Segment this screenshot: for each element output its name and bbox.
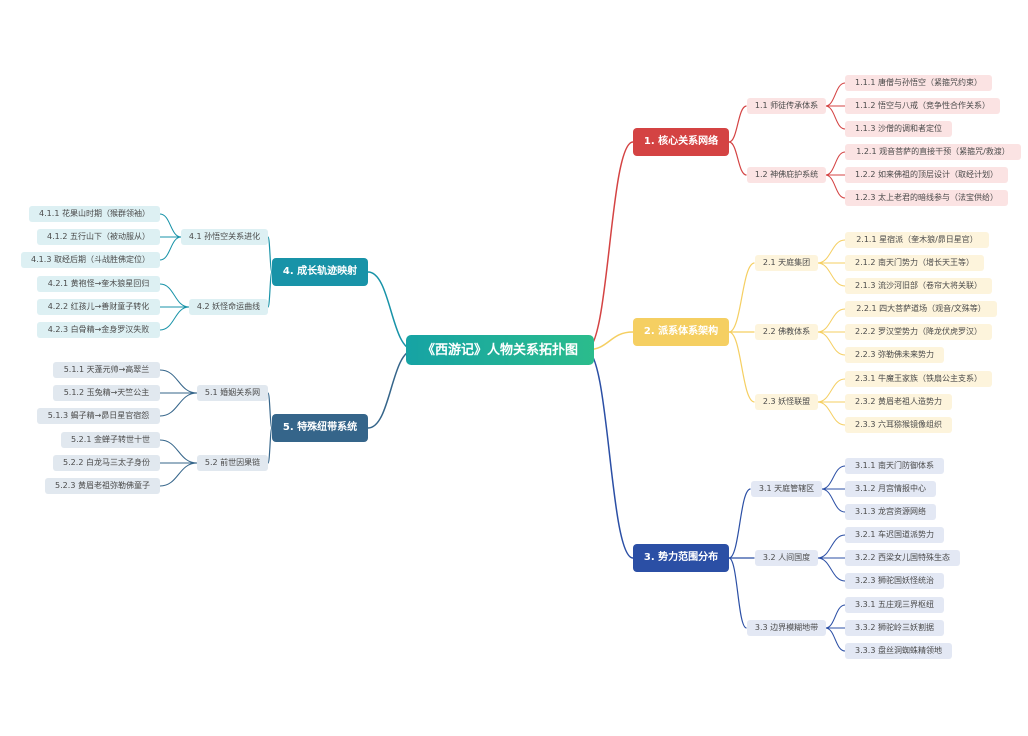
branch-3-sub-2-leaf-2[interactable]: 3.2.2 西梁女儿国特殊生态 bbox=[845, 550, 960, 566]
branch-3-sub-1-leaf-3-connector bbox=[821, 488, 846, 513]
branch-1-sub-1-leaf-1-connector bbox=[825, 82, 846, 107]
branch-4-sub-1-leaf-1-connector bbox=[159, 213, 182, 238]
branch-1-sub-1-leaf-3-connector bbox=[825, 105, 846, 130]
branch-1-sub-1-leaf-1[interactable]: 1.1.1 唐僧与孙悟空（紧箍咒约束） bbox=[845, 75, 992, 91]
branch-2-node[interactable]: 2. 派系体系架构 bbox=[633, 318, 729, 346]
branch-2-sub-2[interactable]: 2.2 佛教体系 bbox=[755, 324, 818, 340]
branch-5-sub-2-leaf-1[interactable]: 5.2.1 金蝉子转世十世 bbox=[61, 432, 160, 448]
branch-2-sub-1-leaf-3[interactable]: 2.1.3 流沙河旧部（卷帘大将关联） bbox=[845, 278, 992, 294]
branch-3-sub-3-connector bbox=[728, 557, 748, 629]
branch-2-sub-1[interactable]: 2.1 天庭集团 bbox=[755, 255, 818, 271]
branch-5-sub-1-leaf-1[interactable]: 5.1.1 天蓬元帅→高翠兰 bbox=[53, 362, 160, 378]
branch-2-sub-3-leaf-1-connector bbox=[817, 378, 846, 403]
branch-4-sub-2-leaf-3[interactable]: 4.2.3 白骨精→金身罗汉失败 bbox=[37, 322, 160, 338]
branch-5-sub-1-leaf-3[interactable]: 5.1.3 蝎子精→昴日星官宿怨 bbox=[37, 408, 160, 424]
branch-2-sub-3-leaf-2[interactable]: 2.3.2 黄眉老祖人造势力 bbox=[845, 394, 952, 410]
branch-4-sub-1-connector bbox=[267, 236, 273, 273]
branch-1-sub-2-connector bbox=[728, 141, 747, 176]
branch-1-sub-1-leaf-3[interactable]: 1.1.3 沙僧的调和者定位 bbox=[845, 121, 952, 137]
branch-2-sub-1-leaf-2[interactable]: 2.1.2 南天门势力（增长天王等） bbox=[845, 255, 984, 271]
branch-4-sub-1[interactable]: 4.1 孙悟空关系进化 bbox=[181, 229, 268, 245]
branch-3-sub-3-leaf-1[interactable]: 3.3.1 五庄观三界枢纽 bbox=[845, 597, 944, 613]
branch-1-sub-2[interactable]: 1.2 神佛庇护系统 bbox=[747, 167, 826, 183]
branch-2-sub-3[interactable]: 2.3 妖怪联盟 bbox=[755, 394, 818, 410]
branch-1-sub-1-leaf-2[interactable]: 1.1.2 悟空与八戒（竞争性合作关系） bbox=[845, 98, 1000, 114]
branch-3-sub-1-connector bbox=[728, 488, 751, 559]
branch-1-sub-1-connector bbox=[728, 105, 747, 143]
branch-4-sub-2-leaf-1[interactable]: 4.2.1 黄袍怪→奎木狼星回归 bbox=[37, 276, 160, 292]
branch-5-sub-1[interactable]: 5.1 婚姻关系网 bbox=[197, 385, 268, 401]
branch-3-sub-3-leaf-1-connector bbox=[825, 604, 846, 629]
branch-4-sub-1-leaf-3-connector bbox=[159, 236, 182, 261]
branch-1-sub-2-leaf-1-connector bbox=[825, 151, 846, 176]
branch-2-sub-2-leaf-1[interactable]: 2.2.1 四大菩萨道场（观音/文殊等） bbox=[845, 301, 997, 317]
branch-1-connector bbox=[585, 141, 634, 351]
branch-3-sub-1-leaf-1[interactable]: 3.1.1 南天门防御体系 bbox=[845, 458, 944, 474]
branch-5-node[interactable]: 5. 特殊纽带系统 bbox=[272, 414, 368, 442]
branch-2-sub-2-leaf-2[interactable]: 2.2.2 罗汉堂势力（降龙伏虎罗汉） bbox=[845, 324, 992, 340]
branch-5-sub-2-leaf-2[interactable]: 5.2.2 白龙马三太子身份 bbox=[53, 455, 160, 471]
branch-2-sub-1-leaf-3-connector bbox=[817, 262, 846, 287]
branch-1-sub-2-leaf-3-connector bbox=[825, 174, 846, 199]
branch-2-sub-1-leaf-1-connector bbox=[817, 239, 846, 264]
branch-5-sub-2[interactable]: 5.2 前世因果链 bbox=[197, 455, 268, 471]
branch-1-sub-1[interactable]: 1.1 师徒传承体系 bbox=[747, 98, 826, 114]
branch-5-sub-1-leaf-1-connector bbox=[159, 369, 198, 394]
branch-3-sub-1-leaf-3[interactable]: 3.1.3 龙宫资源网络 bbox=[845, 504, 936, 520]
branch-2-sub-2-leaf-1-connector bbox=[817, 308, 846, 333]
branch-5-sub-2-leaf-1-connector bbox=[159, 439, 198, 464]
branch-5-sub-2-connector bbox=[267, 427, 273, 464]
branch-2-sub-3-leaf-3-connector bbox=[817, 401, 846, 426]
branch-4-sub-2[interactable]: 4.2 妖怪命运曲线 bbox=[189, 299, 268, 315]
branch-3-node[interactable]: 3. 势力范围分布 bbox=[633, 544, 729, 572]
branch-5-sub-1-leaf-3-connector bbox=[159, 392, 198, 417]
branch-4-sub-2-connector bbox=[267, 271, 273, 308]
branch-4-sub-1-leaf-3[interactable]: 4.1.3 取经后期（斗战胜佛定位） bbox=[21, 252, 160, 268]
branch-4-node[interactable]: 4. 成长轨迹映射 bbox=[272, 258, 368, 286]
branch-2-sub-2-leaf-3-connector bbox=[817, 331, 846, 356]
branch-3-sub-2-leaf-1[interactable]: 3.2.1 车迟国道派势力 bbox=[845, 527, 944, 543]
root-node[interactable]: 《西游记》人物关系拓扑图 bbox=[406, 335, 594, 365]
branch-1-sub-2-leaf-2[interactable]: 1.2.2 如来佛祖的顶层设计（取经计划） bbox=[845, 167, 1008, 183]
branch-2-sub-3-leaf-1[interactable]: 2.3.1 牛魔王家族（铁扇公主支系） bbox=[845, 371, 992, 387]
branch-3-sub-3-leaf-2[interactable]: 3.3.2 狮驼岭三妖割据 bbox=[845, 620, 944, 636]
branch-2-sub-1-leaf-1[interactable]: 2.1.1 星宿派（奎木狼/昴日星官） bbox=[845, 232, 989, 248]
branch-3-sub-3-leaf-3[interactable]: 3.3.3 盘丝洞蜘蛛精领地 bbox=[845, 643, 952, 659]
branch-3-sub-1-leaf-2[interactable]: 3.1.2 月宫情报中心 bbox=[845, 481, 936, 497]
branch-4-sub-2-leaf-1-connector bbox=[159, 283, 190, 308]
branch-2-sub-1-connector bbox=[728, 262, 755, 333]
branch-5-sub-2-leaf-3[interactable]: 5.2.3 黄眉老祖弥勒佛童子 bbox=[45, 478, 160, 494]
branch-3-sub-1[interactable]: 3.1 天庭管辖区 bbox=[751, 481, 822, 497]
branch-3-sub-2-leaf-3-connector bbox=[817, 557, 846, 582]
branch-1-node[interactable]: 1. 核心关系网络 bbox=[633, 128, 729, 156]
branch-1-sub-2-leaf-1[interactable]: 1.2.1 观音菩萨的直接干预（紧箍咒/救渡） bbox=[845, 144, 1021, 160]
branch-3-sub-1-leaf-1-connector bbox=[821, 465, 846, 490]
branch-3-connector bbox=[585, 349, 634, 559]
branch-3-sub-3[interactable]: 3.3 边界模糊地带 bbox=[747, 620, 826, 636]
branch-3-sub-2-leaf-3[interactable]: 3.2.3 狮驼国妖怪统治 bbox=[845, 573, 944, 589]
branch-5-sub-1-leaf-2[interactable]: 5.1.2 玉兔精→天竺公主 bbox=[53, 385, 160, 401]
branch-3-sub-2-leaf-1-connector bbox=[817, 534, 846, 559]
branch-4-sub-2-leaf-3-connector bbox=[159, 306, 190, 331]
branch-4-sub-1-leaf-1[interactable]: 4.1.1 花果山时期（猴群领袖） bbox=[29, 206, 160, 222]
branch-2-sub-2-leaf-3[interactable]: 2.2.3 弥勒佛未来势力 bbox=[845, 347, 944, 363]
branch-4-sub-2-leaf-2[interactable]: 4.2.2 红孩儿→善财童子转化 bbox=[37, 299, 160, 315]
branch-1-sub-2-leaf-3[interactable]: 1.2.3 太上老君的暗线参与（法宝供给） bbox=[845, 190, 1008, 206]
branch-3-sub-2[interactable]: 3.2 人间国度 bbox=[755, 550, 818, 566]
branch-2-sub-3-leaf-3[interactable]: 2.3.3 六耳猕猴镜像组织 bbox=[845, 417, 952, 433]
branch-4-sub-1-leaf-2[interactable]: 4.1.2 五行山下（被动服从） bbox=[37, 229, 160, 245]
branch-5-sub-2-leaf-3-connector bbox=[159, 462, 198, 487]
branch-5-sub-1-connector bbox=[267, 392, 273, 429]
branch-3-sub-3-leaf-3-connector bbox=[825, 627, 846, 652]
branch-2-sub-3-connector bbox=[728, 331, 755, 403]
